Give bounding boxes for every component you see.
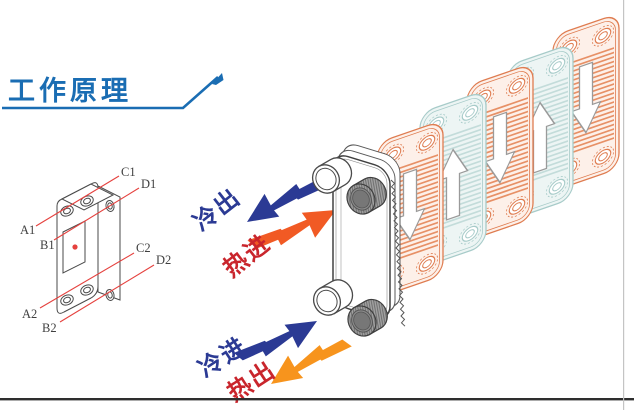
port-label-a2: A2: [22, 307, 37, 321]
plate-port-diagram: C1 D1 A1 B1 C2 D2 A2 B2: [20, 165, 171, 335]
right-border-line: [623, 0, 625, 410]
flow-arrow-hot-out-icon: [271, 339, 352, 384]
port-cylinder-knurled-bottom: [347, 298, 388, 337]
port-label-d1: D1: [141, 177, 156, 191]
title-underline: [2, 76, 219, 110]
port-label-c2: C2: [136, 241, 151, 255]
title-arrow-tip-icon: [212, 73, 224, 85]
plate-pack-edge: [390, 179, 406, 327]
bottom-border-line: [0, 398, 634, 401]
plate-center-dot: [72, 244, 78, 250]
flow-arrow-cold-in-icon: [233, 321, 317, 361]
plate-recess-panel: [62, 220, 86, 274]
leader-lines: [35, 175, 155, 323]
port-cylinder-plain-bottom: [312, 279, 354, 316]
plate-flow-arrow-up-icon: [437, 148, 469, 221]
exploded-plate-stack: [376, 16, 620, 295]
plate-flow-arrow-down-icon: [484, 111, 516, 184]
flow-label-cold-out: 冷出: [188, 183, 246, 237]
plate-outline-side: [97, 185, 121, 301]
page-title: 工作原理: [8, 76, 132, 107]
plate-flow-arrow-down-icon: [394, 168, 426, 241]
port-label-a1: A1: [20, 223, 35, 237]
plate-flow-arrow-down-icon: [570, 61, 602, 134]
port-label-c1: C1: [121, 165, 136, 179]
port-label-b1: B1: [40, 238, 55, 252]
port-label-b2: B2: [42, 321, 57, 335]
port-cylinder-plain-top: [311, 157, 353, 194]
port-label-d2: D2: [156, 253, 171, 267]
front-cover-unit: [311, 144, 406, 337]
port-cylinder-knurled-top: [346, 176, 387, 215]
flow-arrow-hot-in-icon: [247, 210, 336, 249]
